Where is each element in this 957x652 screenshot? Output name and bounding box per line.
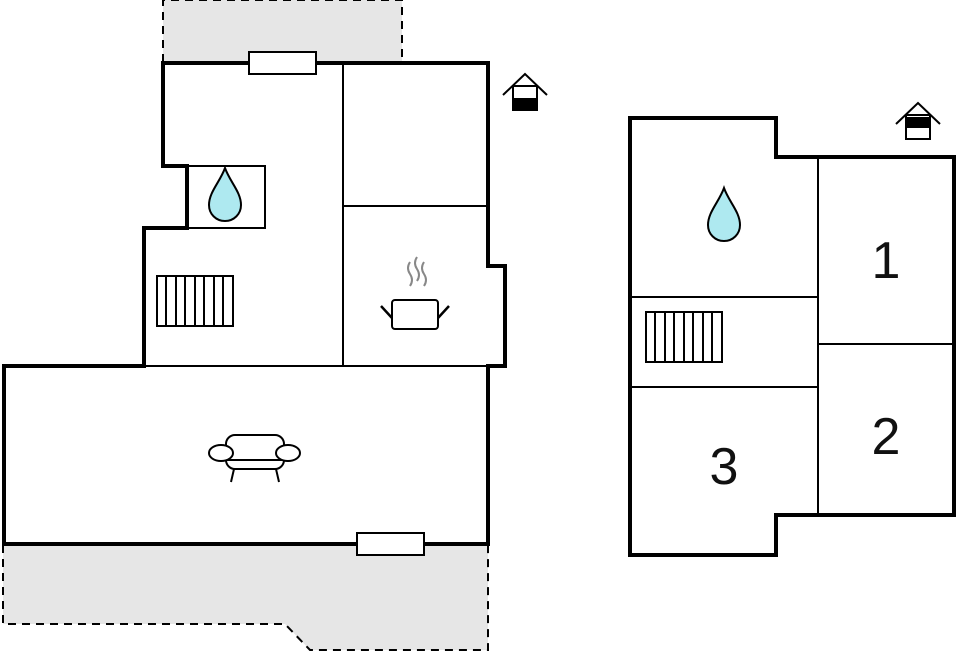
- ground-floor-terrace-bottom-outline: [2, 545, 489, 651]
- house-ground-floor-icon: [502, 72, 548, 111]
- stairs-icon: [156, 275, 234, 327]
- bedroom-2-label: 2: [872, 408, 901, 466]
- cooking-pot-icon: [380, 256, 450, 330]
- ground-floor-area: [4, 63, 505, 544]
- bedroom-1-label: 1: [872, 232, 901, 290]
- ground-floor-terrace-bottom: [3, 545, 488, 650]
- window-top: [248, 51, 317, 75]
- water-drop-icon: [706, 185, 742, 243]
- bedroom-3-label: 3: [710, 438, 739, 496]
- ground-floor-terrace-top-outline: [162, 0, 403, 62]
- stairs-icon: [645, 311, 723, 363]
- ground-floor-exterior-walls: [2, 61, 507, 546]
- ground-floor-interior-walls: [144, 63, 488, 367]
- upper-floor-exterior-walls: [628, 116, 956, 557]
- ground-floor-terrace-top: [163, 0, 402, 62]
- window-bottom: [356, 532, 425, 556]
- ground-floor-plan: [2, 0, 548, 651]
- upper-floor-plan: 1 2 3: [628, 101, 956, 557]
- water-drop-icon: [207, 165, 243, 223]
- house-upper-floor-icon: [895, 101, 941, 140]
- upper-floor-interior-walls: [630, 157, 954, 515]
- armchair-icon: [208, 434, 301, 483]
